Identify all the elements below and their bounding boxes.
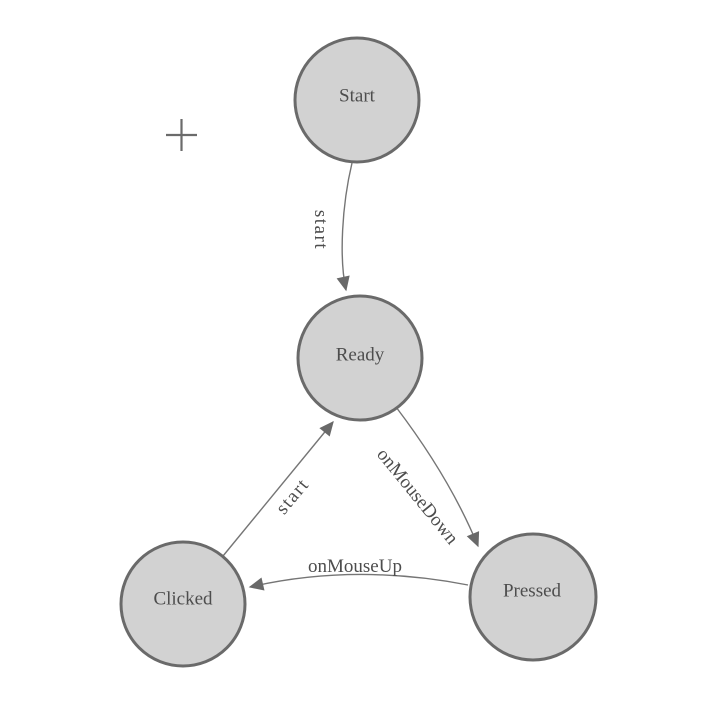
edge-pressed-to-clicked-path[interactable] xyxy=(248,573,469,591)
node-ready-circle[interactable] xyxy=(296,294,424,422)
node-start[interactable]: Start xyxy=(293,36,421,164)
node-pressed[interactable]: Pressed xyxy=(468,532,598,662)
crosshair-marker xyxy=(166,119,197,151)
edge-label-start-2: start xyxy=(272,474,314,518)
node-pressed-circle[interactable] xyxy=(468,532,598,662)
edge-label-onmousedown: onMouseDown xyxy=(372,444,462,549)
node-clicked[interactable]: Clicked xyxy=(119,540,247,668)
node-start-circle[interactable] xyxy=(293,36,421,164)
edge-label-start-1: start xyxy=(310,210,331,250)
edge-start-to-ready[interactable]: start xyxy=(310,162,353,292)
edge-clicked-to-ready-path[interactable] xyxy=(222,420,334,557)
node-ready[interactable]: Ready xyxy=(296,294,424,422)
edge-ready-to-pressed[interactable]: onMouseDown xyxy=(372,406,480,549)
edge-pressed-to-clicked[interactable]: onMouseUp xyxy=(248,556,469,591)
edge-label-onmouseup: onMouseUp xyxy=(308,556,402,577)
edge-ready-to-pressed-path[interactable] xyxy=(395,406,480,548)
edge-start-to-ready-path[interactable] xyxy=(336,162,353,292)
node-clicked-circle[interactable] xyxy=(119,540,247,668)
edge-clicked-to-ready[interactable]: start xyxy=(222,420,334,557)
